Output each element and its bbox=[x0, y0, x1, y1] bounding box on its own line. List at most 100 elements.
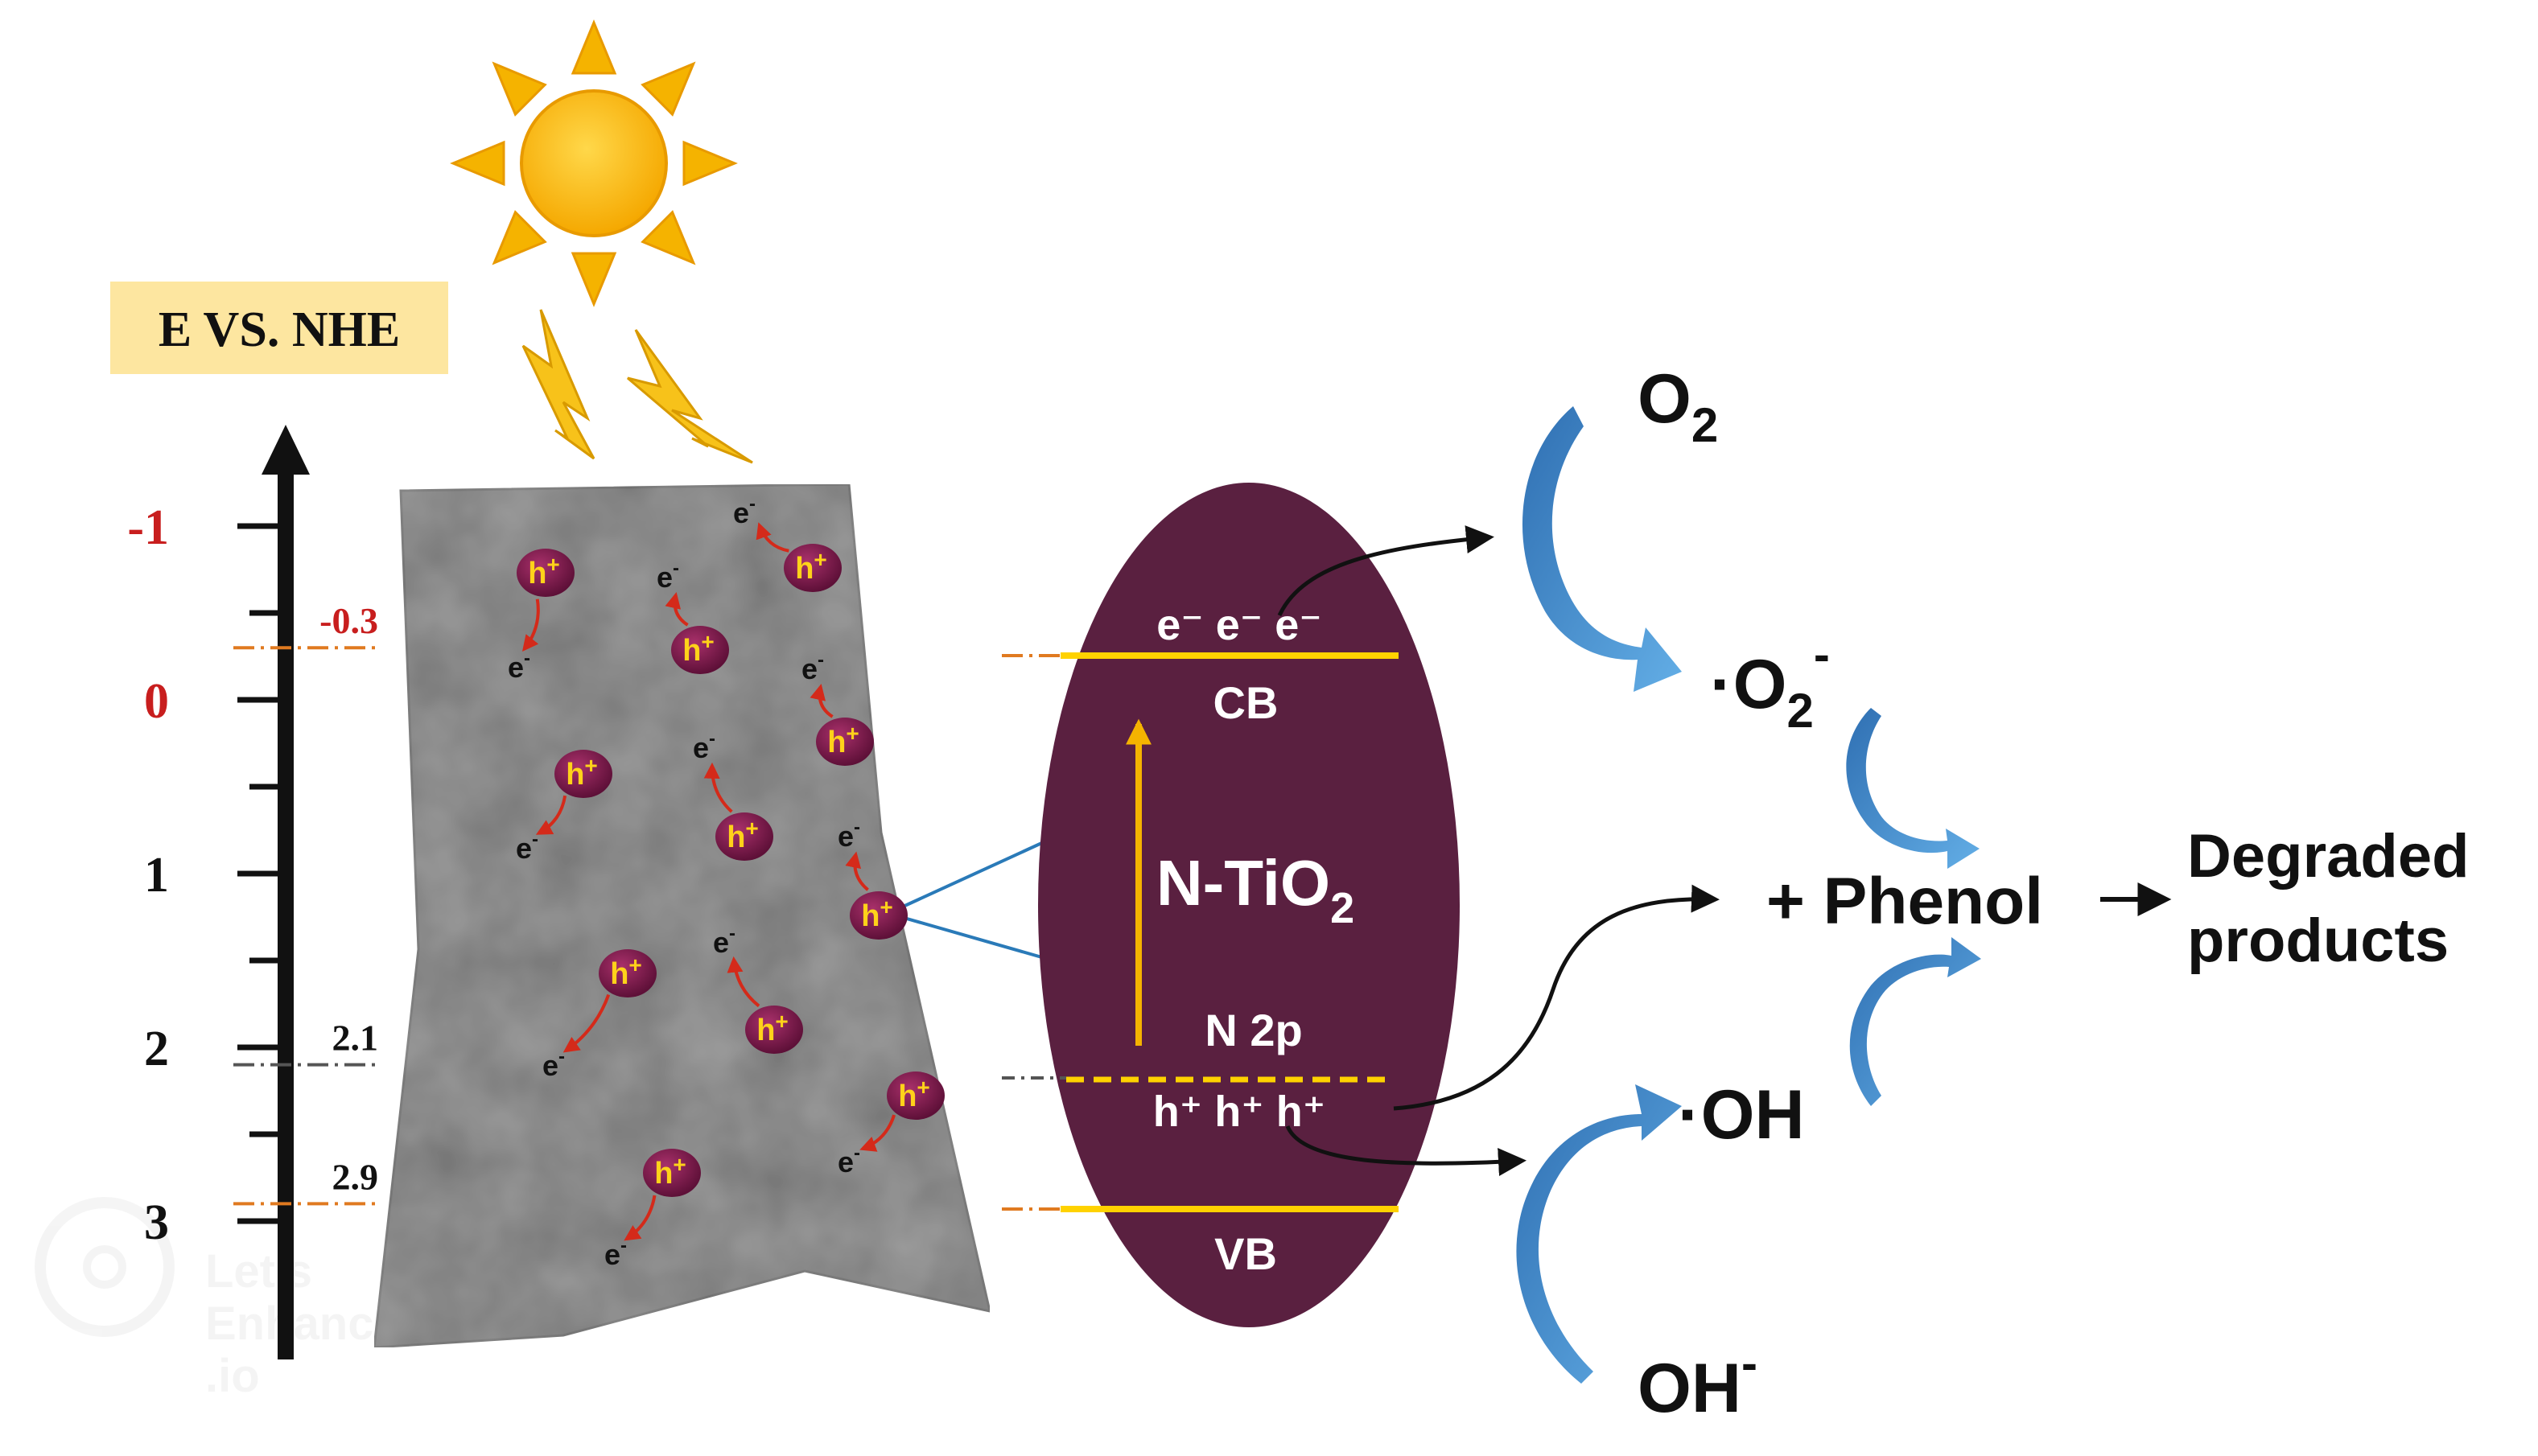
excitation-path bbox=[521, 598, 540, 652]
sun-ray bbox=[641, 210, 696, 265]
electron-particle: e- bbox=[516, 829, 538, 865]
excitation-path bbox=[756, 522, 789, 553]
sun-ray bbox=[450, 140, 505, 187]
hole-particle: h+ bbox=[517, 549, 575, 597]
vb-label: VB bbox=[1214, 1228, 1277, 1279]
svg-text:h+: h+ bbox=[795, 547, 827, 586]
axis-tick-label: 0 bbox=[144, 674, 169, 729]
watermark: Let's Enhance .io bbox=[35, 1197, 400, 1402]
sun-ray bbox=[571, 19, 617, 75]
semiconductor-surface bbox=[373, 483, 991, 1349]
cb-electrons: e⁻ e⁻ e⁻ bbox=[1156, 601, 1322, 649]
svg-text:h+: h+ bbox=[610, 952, 642, 991]
electron-to-o2-arrow bbox=[1277, 525, 1494, 617]
axis-level-label: 2.9 bbox=[332, 1156, 379, 1197]
axis-level-label: 2.1 bbox=[332, 1018, 379, 1059]
electron-particle: e- bbox=[838, 1142, 860, 1178]
hole-particle: h+ bbox=[784, 544, 842, 592]
sun-ray bbox=[682, 140, 738, 187]
excitation-path bbox=[665, 592, 689, 627]
zoom-connector-lines bbox=[900, 835, 1057, 963]
hole-particle: h+ bbox=[643, 1149, 701, 1197]
lightning-bolt-icon bbox=[627, 329, 753, 464]
hole-to-phenol-arrow bbox=[1393, 884, 1720, 1111]
svg-text:h+: h+ bbox=[727, 816, 759, 854]
excitation-path bbox=[810, 684, 834, 718]
axis-level-label: -0.3 bbox=[319, 600, 378, 641]
lightning-bolt-icon bbox=[521, 309, 595, 460]
band-diagram: e⁻ e⁻ e⁻ CB N-TiO2 N 2p h⁺ h⁺ h⁺ VB bbox=[1002, 483, 1460, 1327]
hole-particle: h+ bbox=[887, 1071, 945, 1120]
hydroxide-to-hydroxyl-arrow bbox=[1516, 1084, 1682, 1384]
hole-to-hydroxyl-arrow bbox=[1285, 1125, 1527, 1176]
axis-arrowhead bbox=[262, 425, 310, 475]
hole-particle: h+ bbox=[850, 891, 908, 940]
cb-label: CB bbox=[1213, 677, 1279, 728]
electron-particle: e- bbox=[838, 816, 860, 853]
watermark-line2: Enhance bbox=[205, 1298, 400, 1350]
excitation-path bbox=[562, 993, 611, 1053]
svg-text:h+: h+ bbox=[898, 1075, 930, 1113]
hole-particle: h+ bbox=[671, 626, 729, 674]
electron-particle: e- bbox=[604, 1235, 627, 1271]
charge-carriers: h+e-h+e-h+e-h+e-h+e-h+e-h+e-h+e-h+e-h+e-… bbox=[508, 493, 945, 1271]
species-labels: O2 ·O2- + Phenol Degraded products ·OH O… bbox=[1638, 360, 2470, 1427]
excitation-path bbox=[535, 795, 567, 835]
n2p-label: N 2p bbox=[1205, 1005, 1302, 1055]
sun-ray bbox=[571, 252, 617, 307]
svg-text:h+: h+ bbox=[861, 895, 893, 933]
svg-text:h+: h+ bbox=[756, 1009, 789, 1047]
electron-particle: e- bbox=[508, 648, 530, 684]
axis-title-box: E VS. NHE bbox=[110, 282, 448, 374]
superoxide-label: ·O2- bbox=[1710, 627, 1830, 738]
electron-particle: e- bbox=[657, 557, 679, 594]
hole-particle: h+ bbox=[715, 812, 773, 861]
electron-particle: e- bbox=[542, 1046, 565, 1082]
sun-ray bbox=[492, 210, 547, 265]
hole-particle: h+ bbox=[554, 750, 612, 798]
hydroxide-label: OH- bbox=[1638, 1336, 1757, 1427]
blue-curved-arrows bbox=[1516, 406, 1981, 1384]
svg-text:h+: h+ bbox=[654, 1152, 686, 1191]
vb-holes: h⁺ h⁺ h⁺ bbox=[1153, 1088, 1325, 1136]
hole-particle: h+ bbox=[745, 1006, 803, 1054]
hole-particle: h+ bbox=[816, 718, 874, 766]
axis-title: E VS. NHE bbox=[159, 302, 400, 357]
excitation-path bbox=[727, 956, 760, 1008]
phenol-label: + Phenol bbox=[1766, 865, 2043, 938]
material-label: N-TiO2 bbox=[1156, 847, 1354, 932]
electron-particle: e- bbox=[801, 649, 824, 685]
excitation-path bbox=[859, 1114, 896, 1152]
o2-to-superoxide-arrow bbox=[1522, 406, 1682, 692]
excitation-path bbox=[703, 762, 733, 813]
sun-ray bbox=[492, 61, 547, 117]
axis-tick-label: 2 bbox=[144, 1022, 169, 1076]
svg-text:h+: h+ bbox=[827, 721, 859, 759]
superoxide-to-phenol-arrow bbox=[1846, 708, 1980, 869]
svg-text:h+: h+ bbox=[528, 552, 560, 590]
hydroxyl-radical-label: ·OH bbox=[1678, 1076, 1805, 1154]
degraded-products-line1: Degraded bbox=[2187, 822, 2470, 890]
axis-tick-label: -1 bbox=[127, 500, 169, 555]
sun-ray bbox=[641, 61, 696, 117]
watermark-line3: .io bbox=[205, 1350, 260, 1402]
energy-axis: -1 0 1 2 3 -0.3 2.1 2.9 bbox=[127, 425, 378, 1359]
watermark-logo-icon bbox=[35, 1197, 175, 1337]
svg-text:h+: h+ bbox=[566, 753, 598, 792]
excitation-path bbox=[624, 1195, 657, 1241]
hydroxyl-to-phenol-arrow bbox=[1849, 937, 1981, 1106]
axis-tick-label: 3 bbox=[144, 1195, 169, 1250]
n-tio2-particle bbox=[1038, 483, 1460, 1327]
electron-particle: e- bbox=[693, 728, 715, 764]
sun-icon bbox=[450, 19, 738, 307]
svg-text:h+: h+ bbox=[682, 629, 715, 668]
watermark-line1: Let's bbox=[205, 1245, 312, 1298]
electron-particle: e- bbox=[733, 493, 756, 529]
axis-tick-label: 1 bbox=[144, 848, 169, 903]
electron-particle: e- bbox=[713, 923, 735, 959]
hole-particle: h+ bbox=[599, 949, 657, 997]
excitation-path bbox=[845, 851, 869, 891]
degraded-products-line2: products bbox=[2187, 907, 2449, 975]
